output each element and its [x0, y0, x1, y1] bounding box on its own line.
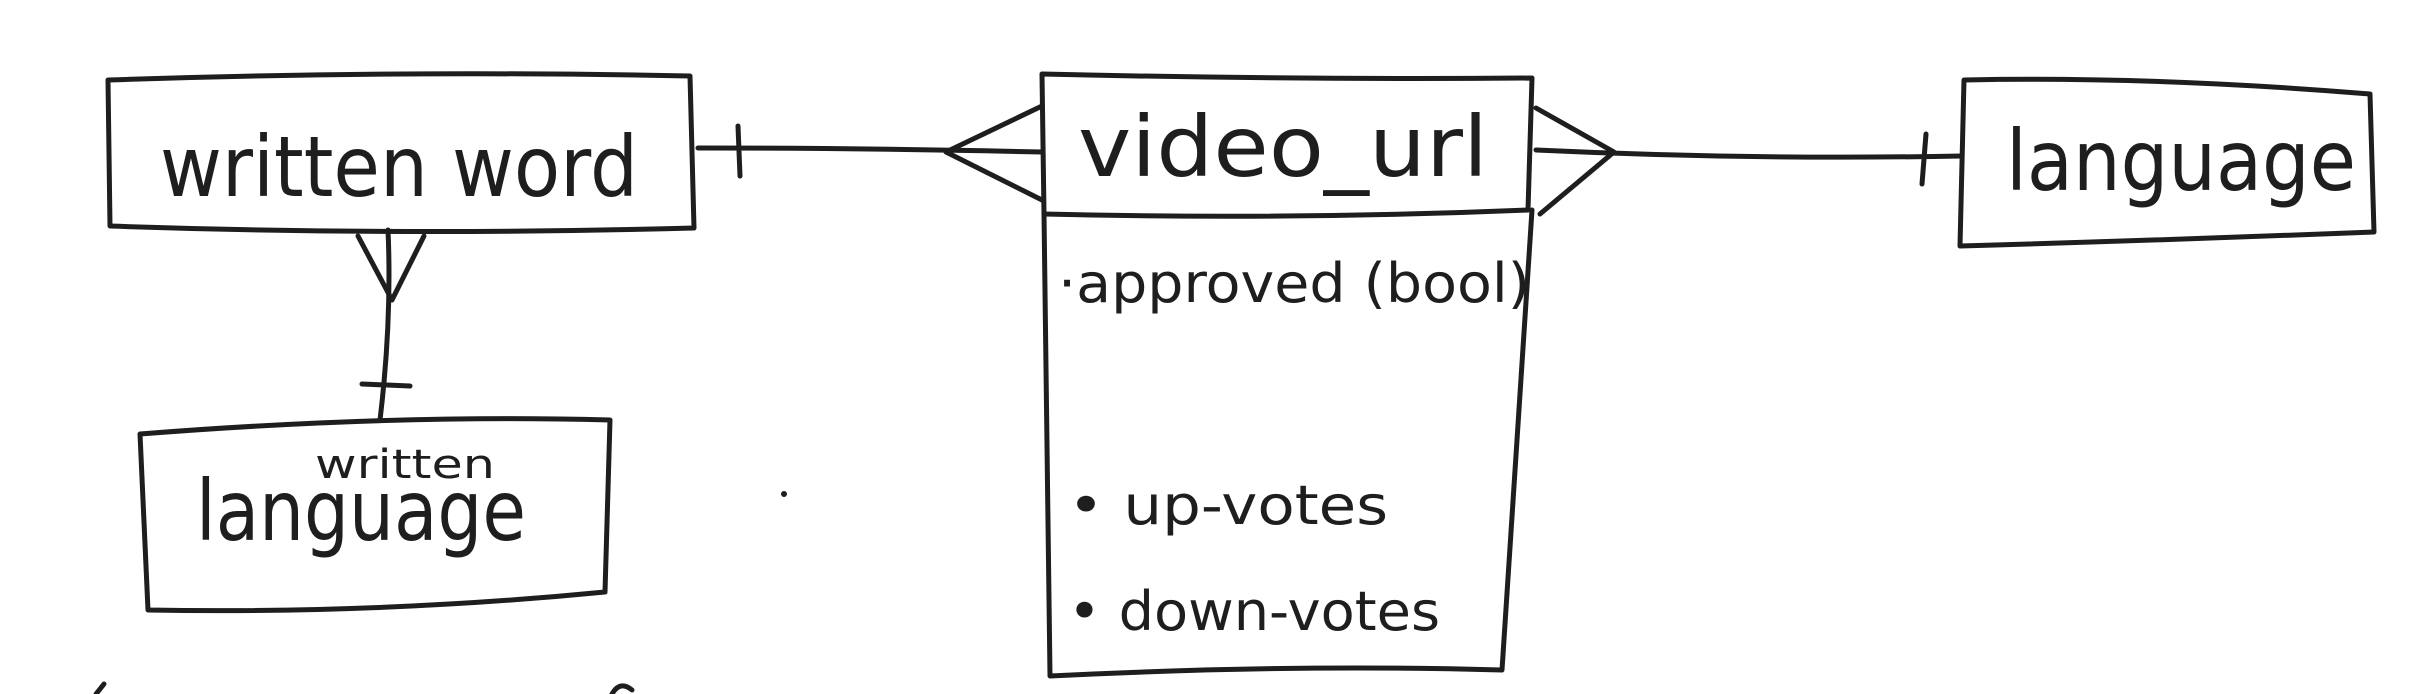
entity-video-url: video_url ·approved (bool) • up-votes • …	[1039, 71, 1535, 679]
entity-video-url-label: video_url	[1078, 98, 1488, 196]
entity-language-label: language	[2006, 112, 2356, 210]
relationship-written-word-video-url	[695, 103, 1045, 203]
stray-marks	[93, 491, 787, 694]
entity-written-language-label-line2: language	[196, 462, 526, 560]
entity-written-word: written word	[105, 71, 697, 235]
attribute-approved: ·approved (bool)	[1058, 252, 1530, 315]
attribute-up-votes: • up-votes	[1068, 474, 1388, 537]
relationship-written-word-written-language	[355, 227, 427, 423]
entity-written-language: written language	[137, 416, 613, 614]
entity-written-word-label: written word	[160, 118, 638, 216]
entity-language: language	[1957, 76, 2377, 249]
attribute-down-votes: • down-votes	[1068, 580, 1440, 643]
relationship-video-url-language	[1533, 105, 1965, 217]
entity-written-language-label-line1: written	[315, 442, 495, 488]
